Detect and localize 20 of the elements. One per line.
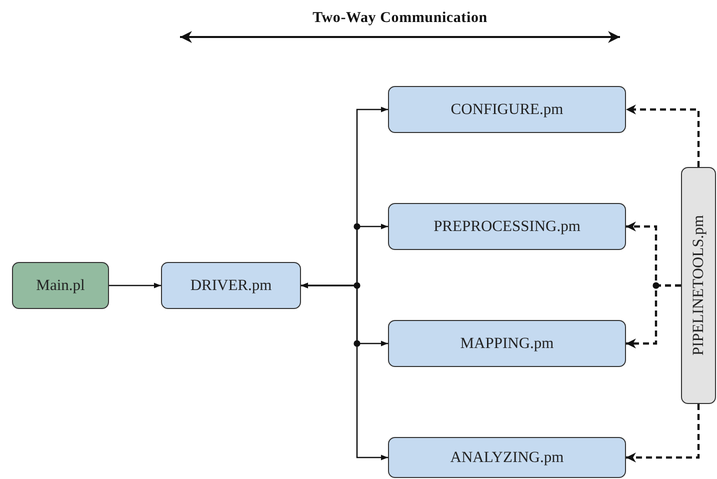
node-label: Main.pl <box>36 276 85 294</box>
dashed-arrow <box>626 284 681 348</box>
dashed-arrow <box>626 404 700 462</box>
diagram-title: Two-Way Communication <box>312 10 488 27</box>
process-box <box>12 262 109 309</box>
node-label: CONFIGURE.pm <box>450 100 564 118</box>
process-box <box>388 320 626 367</box>
node-label: MAPPING.pm <box>460 334 554 352</box>
node-label: PIPELINETOOLS.pm <box>690 215 708 356</box>
arrow <box>301 282 388 460</box>
node-label: PREPROCESSING.pm <box>434 218 580 236</box>
process-box <box>388 437 626 478</box>
node-label: DRIVER.pm <box>190 276 272 294</box>
node-label: ANALYZING.pm <box>450 448 564 466</box>
dashed-arrow <box>626 104 700 167</box>
process-box <box>388 86 626 133</box>
process-box <box>388 203 626 250</box>
module-box <box>681 167 716 404</box>
arrow <box>109 282 161 288</box>
process-box <box>161 262 301 309</box>
